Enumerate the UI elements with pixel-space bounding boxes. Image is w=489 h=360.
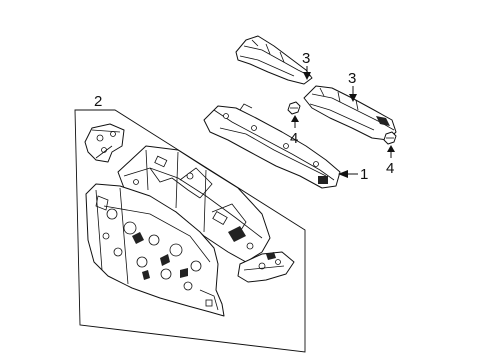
callout-3-right-arrow (349, 94, 357, 102)
callout-4-left-arrow (291, 115, 299, 122)
clip-right (383, 131, 397, 145)
dash-lower-panel (85, 183, 225, 317)
callout-4-right-label: 4 (386, 160, 394, 177)
callout-4-left-label: 4 (290, 130, 298, 147)
cowl-top-panel (203, 103, 341, 189)
lower-right-bracket (237, 251, 295, 283)
clip-left (287, 101, 301, 115)
callout-3-left-label: 3 (302, 50, 310, 67)
callout-3-left-arrow (303, 72, 311, 80)
callout-2-label: 2 (94, 93, 102, 110)
dash-group-frame (74, 109, 306, 353)
callout-4-right-arrow (387, 145, 395, 152)
cowl-vent-left (235, 35, 313, 85)
cowl-vent-right (303, 85, 397, 141)
callout-3-right-label: 3 (348, 70, 356, 87)
callout-1-arrow (338, 170, 348, 178)
upper-bracket (84, 123, 125, 163)
callout-1-label: 1 (360, 166, 368, 183)
dash-upper-frame (117, 145, 271, 263)
